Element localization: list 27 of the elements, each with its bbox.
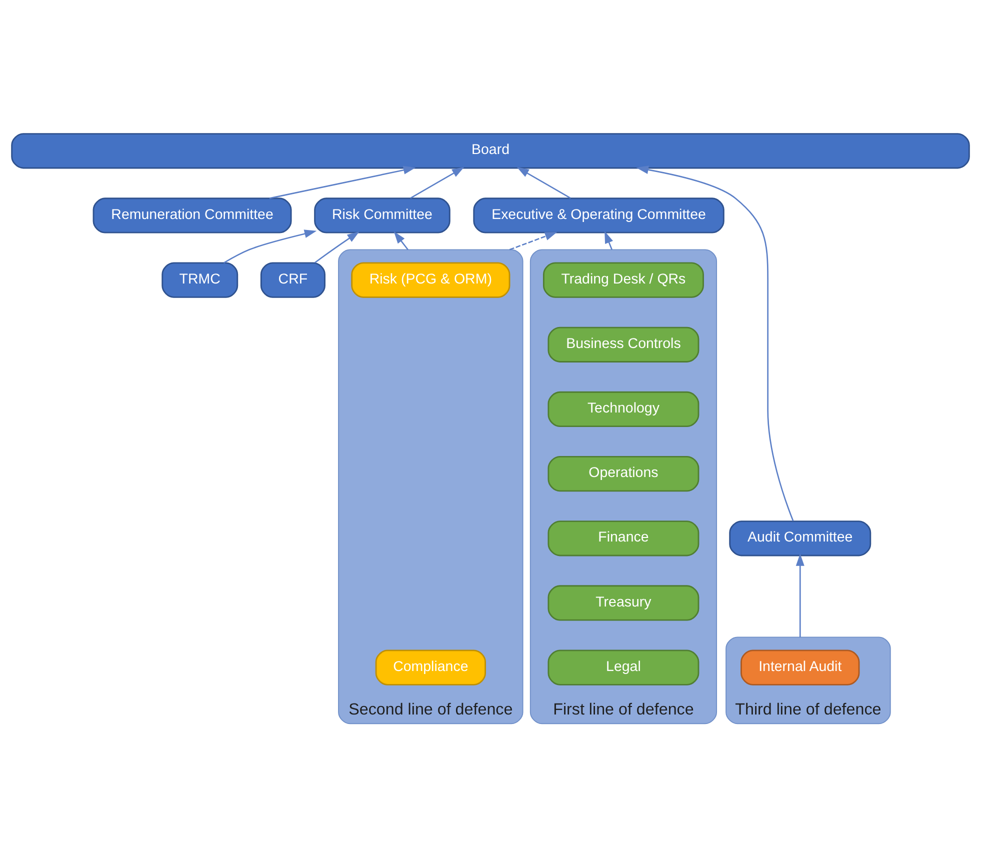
arrow	[516, 166, 571, 198]
node-box: Technology	[548, 390, 700, 427]
arrow	[223, 229, 317, 264]
node-box: Audit Committee	[729, 520, 872, 556]
node-box: Treasury	[548, 584, 700, 620]
arrow	[509, 231, 558, 250]
node-box: Finance	[548, 520, 700, 556]
node-box: Compliance	[375, 649, 486, 685]
node-box: Operations	[548, 456, 700, 492]
node-box: Executive & Operating Committee	[473, 197, 724, 233]
node-box: Internal Audit	[740, 649, 860, 685]
node-box: TRMC	[162, 262, 238, 298]
arrow	[394, 230, 408, 250]
arrow	[410, 166, 464, 198]
node-box: Business Controls	[548, 326, 700, 362]
node-box: Board	[11, 132, 970, 168]
node-box: Risk Committee	[314, 197, 450, 233]
arrow	[314, 231, 360, 263]
node-box: CRF	[260, 262, 326, 298]
node-box: Remuneration Committee	[92, 197, 292, 233]
arrow	[269, 165, 416, 198]
arrow	[604, 230, 613, 250]
node-box: Risk (PCG & ORM)	[351, 262, 510, 298]
node-box: Legal	[548, 649, 700, 685]
arrow	[796, 553, 804, 637]
arrow	[636, 165, 794, 521]
node-box: Trading Desk / QRs	[542, 262, 704, 298]
